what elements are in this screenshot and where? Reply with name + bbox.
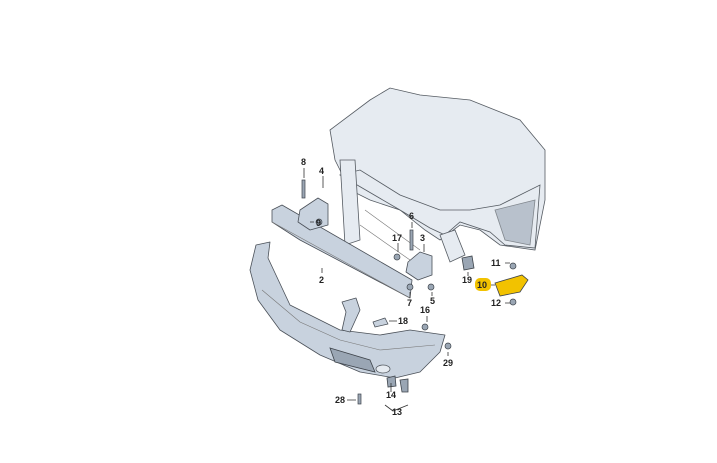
label-8: 8	[301, 157, 306, 167]
bracket-right	[405, 251, 433, 281]
part-13-clip	[399, 378, 409, 393]
label-2: 2	[319, 275, 324, 285]
bumper-cover	[249, 241, 446, 379]
crash-beam	[271, 204, 413, 299]
part-10-highlighted	[494, 274, 529, 297]
label-10-highlight	[475, 278, 491, 291]
label-14: 14	[386, 390, 396, 400]
part-labels: 8 4 9 2 6 17 3 7 5 19 11 10 12 16 18 29 …	[301, 157, 501, 417]
label-6: 6	[409, 211, 414, 221]
label-29: 29	[443, 358, 453, 368]
label-10: 10	[477, 280, 487, 290]
label-19: 19	[462, 275, 472, 285]
label-5: 5	[430, 296, 435, 306]
label-13: 13	[392, 407, 402, 417]
label-18: 18	[398, 316, 408, 326]
label-16: 16	[420, 305, 430, 315]
label-11: 11	[491, 258, 501, 268]
car-body	[329, 87, 546, 263]
label-9: 9	[316, 218, 321, 228]
part-14	[386, 375, 397, 388]
label-7: 7	[407, 298, 412, 308]
label-3: 3	[420, 233, 425, 243]
bracket-left	[297, 197, 329, 231]
part-19	[461, 255, 475, 271]
label-4: 4	[319, 166, 324, 176]
label-17: 17	[392, 233, 402, 243]
label-12: 12	[491, 298, 501, 308]
part-18	[372, 317, 389, 328]
label-28: 28	[335, 395, 345, 405]
leader-lines	[303, 168, 510, 412]
screws	[301, 179, 517, 405]
